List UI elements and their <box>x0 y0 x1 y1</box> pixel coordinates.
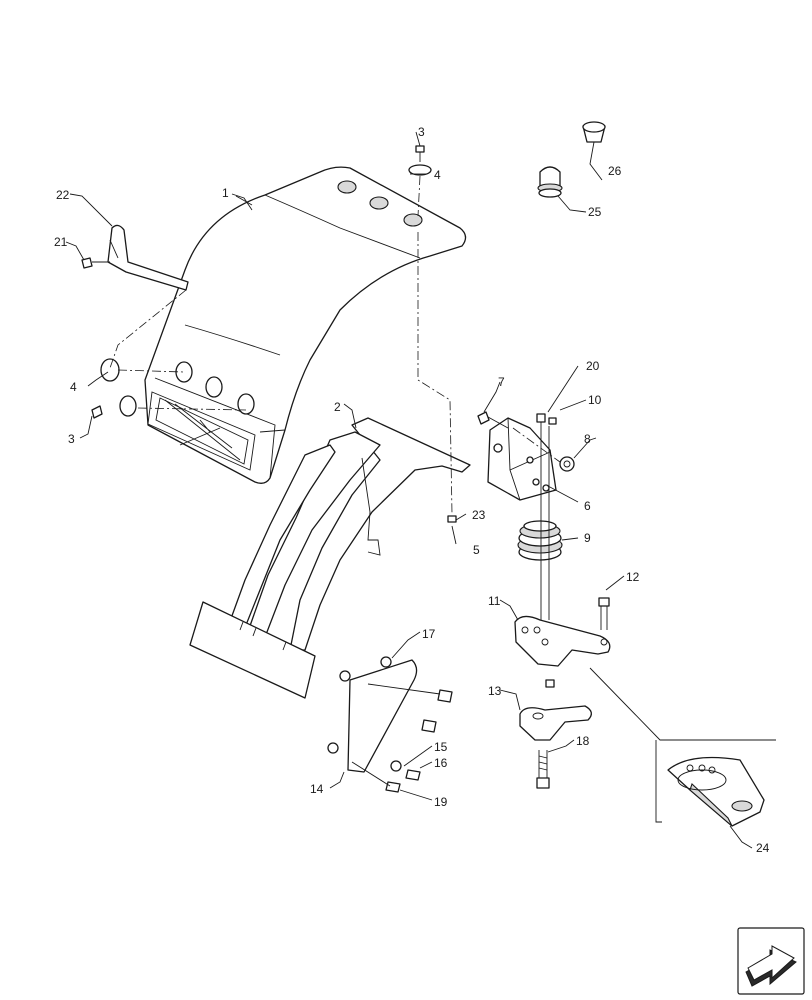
callout-1: 1 <box>222 186 229 200</box>
callout-8: 8 <box>584 432 591 446</box>
callout-19: 19 <box>434 795 448 809</box>
callout-17: 17 <box>422 627 436 641</box>
callout-25: 25 <box>588 205 602 219</box>
callout-3-left: 3 <box>68 432 75 446</box>
callout-2: 2 <box>334 400 341 414</box>
callout-labels: 1 2 3 3 4 4 5 6 7 8 9 10 11 12 13 14 15 … <box>54 125 770 855</box>
callout-10: 10 <box>588 393 602 407</box>
leader-lines <box>65 131 753 849</box>
callout-20: 20 <box>586 359 600 373</box>
assembly-lines <box>109 175 561 515</box>
callout-15: 15 <box>434 740 448 754</box>
callout-3-top: 3 <box>418 125 425 139</box>
callout-26: 26 <box>608 164 622 178</box>
next-page-arrow-icon[interactable] <box>737 927 805 995</box>
fender-bracket-part-2 <box>189 417 471 699</box>
callout-22: 22 <box>56 188 70 202</box>
callout-21: 21 <box>54 235 68 249</box>
detail-view-part-24 <box>589 667 776 827</box>
clamp-part-13 <box>519 705 592 741</box>
plate-part-14 <box>327 656 453 793</box>
top-fasteners <box>408 145 432 176</box>
plate-part-11 <box>514 597 611 688</box>
fender-part-1 <box>144 166 467 484</box>
cap-part-26 <box>582 121 606 143</box>
callout-24: 24 <box>756 841 770 855</box>
stud-part-20 <box>536 413 557 620</box>
callout-14: 14 <box>310 782 324 796</box>
callout-18: 18 <box>576 734 590 748</box>
mount-part-9 <box>517 520 563 561</box>
callout-4-top: 4 <box>434 168 441 182</box>
callout-6: 6 <box>584 499 591 513</box>
callout-5: 5 <box>473 543 480 557</box>
callout-11: 11 <box>488 594 501 608</box>
callout-13: 13 <box>488 684 502 698</box>
handle-part-22 <box>81 224 189 291</box>
plug-part-25 <box>537 166 563 198</box>
callout-16: 16 <box>434 756 448 770</box>
callout-12: 12 <box>626 570 640 584</box>
callout-23: 23 <box>472 508 486 522</box>
callout-4-left: 4 <box>70 380 77 394</box>
left-fasteners <box>91 358 137 419</box>
fastener-part-23 <box>447 515 457 523</box>
callout-9: 9 <box>584 531 591 545</box>
callout-7: 7 <box>498 375 505 389</box>
bolt-part-18 <box>536 750 550 789</box>
bracket-part-6 <box>477 411 575 501</box>
